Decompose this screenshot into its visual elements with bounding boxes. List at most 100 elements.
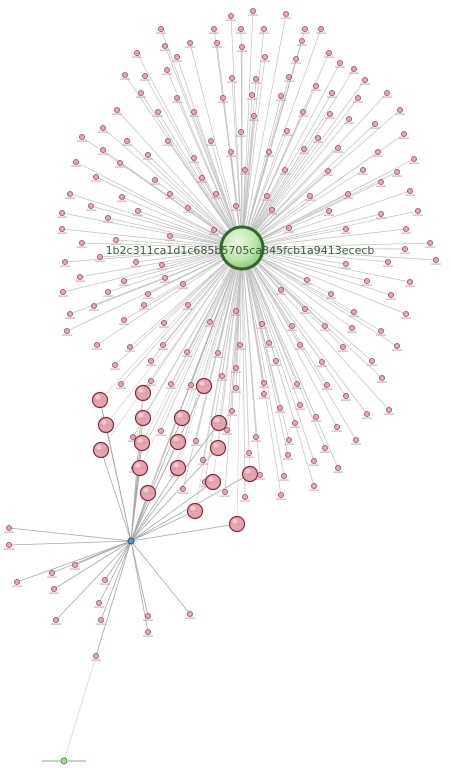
leaf-node[interactable] — [145, 613, 151, 619]
leaf-node[interactable] — [326, 208, 332, 214]
leaf-node[interactable] — [142, 73, 148, 79]
leaf-node[interactable] — [219, 373, 225, 379]
leaf-node[interactable] — [174, 95, 180, 101]
leaf-node[interactable] — [193, 438, 199, 444]
leaf-node[interactable] — [322, 323, 328, 329]
leaf-node[interactable] — [53, 617, 59, 623]
leaf-node[interactable] — [127, 344, 133, 350]
leaf-node[interactable] — [158, 428, 164, 434]
leaf-node[interactable] — [253, 434, 259, 440]
leaf-node[interactable] — [117, 160, 123, 166]
leaf-node[interactable] — [407, 279, 413, 285]
leaf-node[interactable] — [394, 343, 400, 349]
leaf-node[interactable] — [384, 90, 390, 96]
leaf-node[interactable] — [145, 152, 151, 158]
leaf-node[interactable] — [297, 342, 303, 348]
leaf-node[interactable] — [311, 483, 317, 489]
leaf-node[interactable] — [278, 93, 284, 99]
leaf-node[interactable] — [102, 577, 108, 583]
leaf-node[interactable] — [60, 289, 66, 295]
leaf-node[interactable] — [167, 191, 173, 197]
leaf-node[interactable] — [261, 380, 267, 386]
leaf-node[interactable] — [62, 259, 68, 265]
leaf-node[interactable] — [100, 125, 106, 131]
leaf-node[interactable] — [402, 246, 408, 252]
leaf-node[interactable] — [118, 381, 124, 387]
leaf-node[interactable] — [364, 411, 370, 417]
leaf-node[interactable] — [299, 38, 305, 44]
leaf-node[interactable] — [112, 362, 118, 368]
leaf-node[interactable] — [294, 381, 300, 387]
leaf-node[interactable] — [121, 317, 127, 323]
leaf-node[interactable] — [337, 60, 343, 66]
leaf-node[interactable] — [407, 188, 413, 194]
leaf-node[interactable] — [326, 50, 332, 56]
leaf-node[interactable] — [318, 26, 324, 32]
leaf-node[interactable] — [278, 287, 284, 293]
leaf-node[interactable] — [401, 131, 407, 137]
leaf-node[interactable] — [319, 359, 325, 365]
leaf-node[interactable] — [281, 473, 287, 479]
leaf-node[interactable] — [415, 208, 421, 214]
leaf-node[interactable] — [155, 109, 161, 115]
leaf-node[interactable] — [355, 95, 361, 101]
leaf-node[interactable] — [301, 146, 307, 152]
leaf-node[interactable] — [343, 226, 349, 232]
leaf-node[interactable] — [6, 525, 12, 531]
leaf-node[interactable] — [148, 378, 154, 384]
leaf-node[interactable] — [277, 405, 283, 411]
leaf-node[interactable] — [427, 240, 433, 246]
leaf-node[interactable] — [167, 233, 173, 239]
leaf-node[interactable] — [286, 74, 292, 80]
leaf-node[interactable] — [113, 237, 119, 243]
leaf-node[interactable] — [208, 138, 214, 144]
leaf-node[interactable] — [378, 328, 384, 334]
leaf-node[interactable] — [199, 175, 205, 181]
leaf-node[interactable] — [340, 344, 346, 350]
leaf-node[interactable] — [213, 191, 219, 197]
leaf-node[interactable] — [324, 382, 330, 388]
leaf-node[interactable] — [233, 365, 239, 371]
leaf-node[interactable] — [134, 50, 140, 56]
leaf-node[interactable] — [266, 149, 272, 155]
leaf-node[interactable] — [72, 562, 78, 568]
leaf-node[interactable] — [242, 167, 248, 173]
leaf-node[interactable] — [346, 116, 352, 122]
leaf-node[interactable] — [91, 303, 97, 309]
leaf-node[interactable] — [351, 66, 357, 72]
leaf-node[interactable] — [266, 340, 272, 346]
leaf-node[interactable] — [283, 11, 289, 17]
leaf-node[interactable] — [349, 325, 355, 331]
leaf-node[interactable] — [286, 437, 292, 443]
leaf-node[interactable] — [335, 145, 341, 151]
leaf-node[interactable] — [160, 342, 166, 348]
leaf-node[interactable] — [162, 43, 168, 49]
leaf-node[interactable] — [311, 458, 317, 464]
leaf-node[interactable] — [343, 261, 349, 267]
leaf-node[interactable] — [372, 121, 378, 127]
leaf-node[interactable] — [364, 278, 370, 284]
leaf-node[interactable] — [214, 40, 220, 46]
leaf-node[interactable] — [79, 134, 85, 140]
leaf-node[interactable] — [273, 358, 279, 364]
leaf-node[interactable] — [200, 457, 206, 463]
leaf-node[interactable] — [289, 323, 295, 329]
leaf-node[interactable] — [286, 225, 292, 231]
leaf-node[interactable] — [386, 407, 392, 413]
hub-node[interactable] — [127, 537, 135, 545]
leaf-node[interactable] — [98, 617, 104, 623]
leaf-node[interactable] — [211, 26, 217, 32]
leaf-node[interactable] — [59, 210, 65, 216]
leaf-node[interactable] — [185, 302, 191, 308]
leaf-node[interactable] — [282, 167, 288, 173]
leaf-node[interactable] — [325, 168, 331, 174]
central-node[interactable] — [219, 225, 265, 271]
leaf-node[interactable] — [191, 109, 197, 115]
leaf-node[interactable] — [378, 179, 384, 185]
leaf-node[interactable] — [138, 90, 144, 96]
leaf-node[interactable] — [397, 107, 403, 113]
leaf-node[interactable] — [185, 205, 191, 211]
leaf-node[interactable] — [188, 382, 194, 388]
